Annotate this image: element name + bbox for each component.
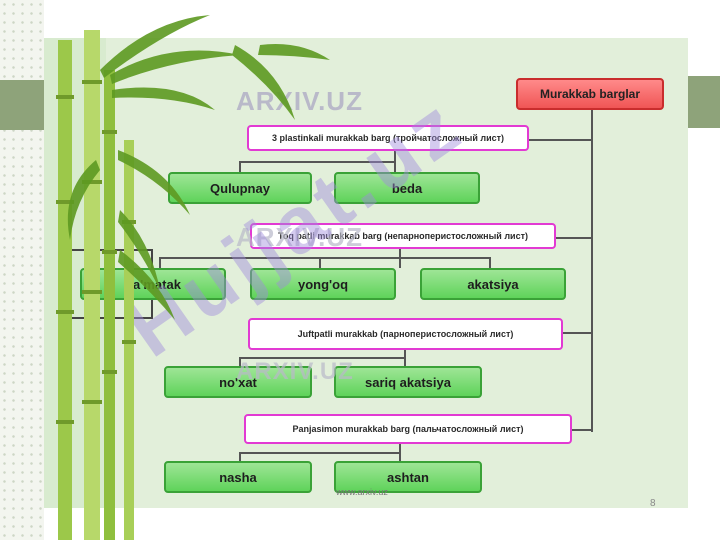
watermark-url: www.arxiv.uz xyxy=(336,487,388,497)
watermark-arxiv-2: ARXIV.UZ xyxy=(236,222,363,252)
leaf-box-qulupnay: Qulupnay xyxy=(168,172,312,204)
leaf-box-sariq-akatsiya: sariq akatsiya xyxy=(334,366,482,398)
leaf-box-akatsiya: akatsiya xyxy=(420,268,566,300)
decor-square-left xyxy=(0,80,44,130)
leaf-box-nasha: nasha xyxy=(164,461,312,493)
watermark-arxiv-3: ARXIV.UZ xyxy=(236,358,354,385)
leaf-box-yongoq: yong'oq xyxy=(250,268,396,300)
watermark-arxiv-1: ARXIV.UZ xyxy=(236,86,363,116)
decor-square-right xyxy=(688,76,720,128)
root-box: Murakkab barglar xyxy=(516,78,664,110)
leaf-box-ashtan: ashtan xyxy=(334,461,482,493)
leaf-box-noxat: no'xat xyxy=(164,366,312,398)
group-header-even-pinnate: Juftpatli murakkab (парноперистосложный … xyxy=(248,318,563,350)
group-header-palmate: Panjasimon murakkab barg (пальчатосложны… xyxy=(244,414,572,444)
page-number: 8 xyxy=(650,498,656,509)
group-header-odd-pinnate: Toq patli murakkab barg (непарноперистос… xyxy=(250,223,556,249)
leaf-box-beda: beda xyxy=(334,172,480,204)
group-header-trifoliate: 3 plastinkali murakkab barg (тройчатосло… xyxy=(247,125,529,151)
